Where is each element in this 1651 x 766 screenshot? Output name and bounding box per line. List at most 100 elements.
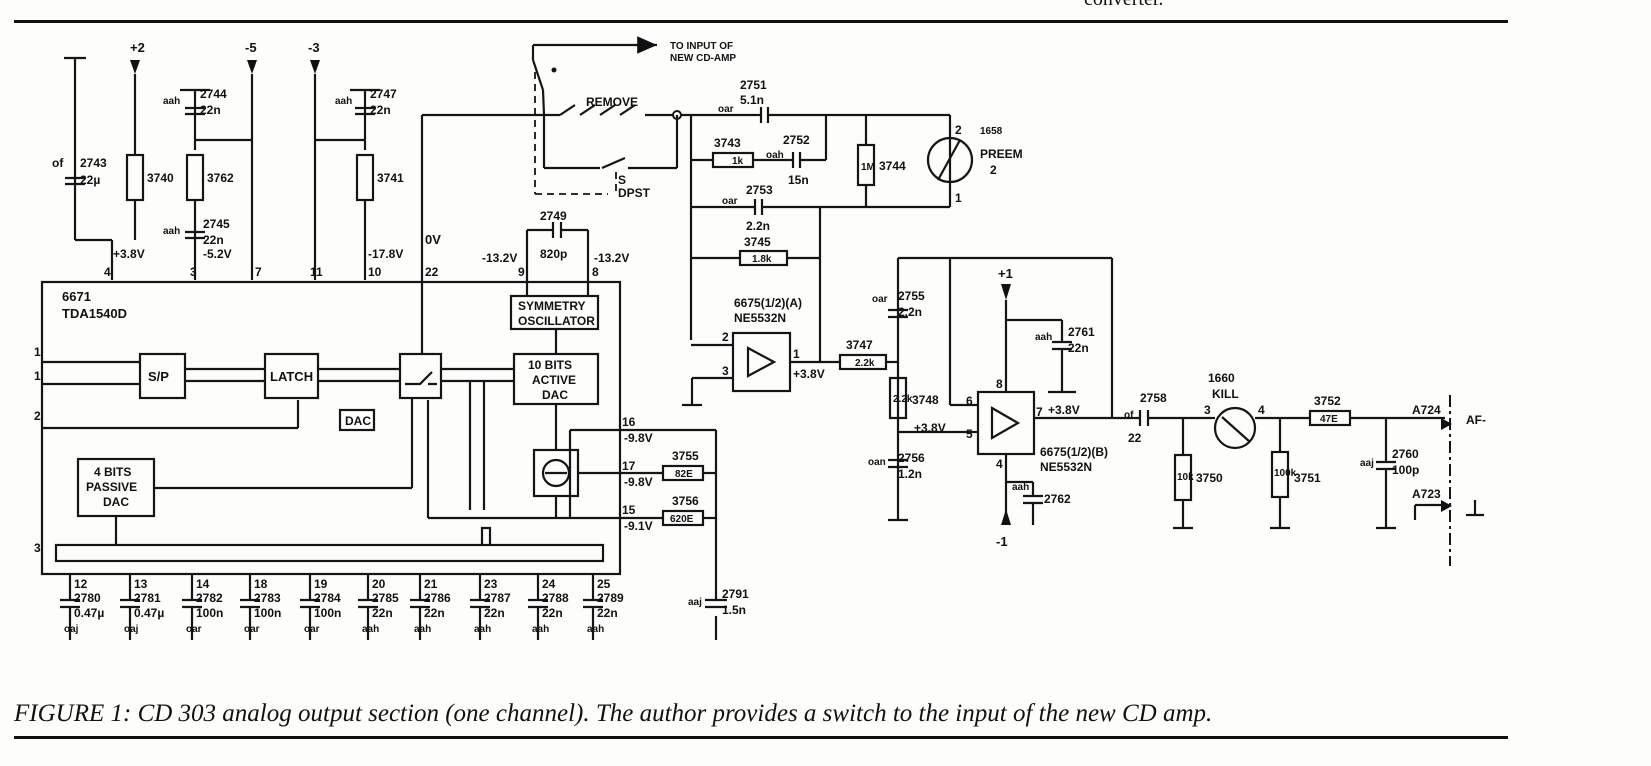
c2751-code: oar <box>718 104 734 115</box>
c2744-label: 2744 <box>200 87 227 101</box>
bottom-cap-ref: 2789 <box>597 591 624 605</box>
header-fragment: converter. <box>1084 0 1163 11</box>
r3747-value: 2.2k <box>855 358 875 369</box>
v-minus52: -5.2V <box>203 247 232 261</box>
dpst-label: DPST <box>618 186 651 200</box>
opamp-b-in-voltage: +3.8V <box>914 421 946 435</box>
opamp-b-ref: 6675(1/2)(B) <box>1040 445 1108 459</box>
remove-label: REMOVE <box>586 95 638 109</box>
r3747-label: 3747 <box>846 338 873 352</box>
c2747-value: 22n <box>370 103 391 117</box>
bottom-cap-value: 22n <box>424 606 445 620</box>
c2745-code: aah <box>163 226 180 237</box>
r3740-label: 3740 <box>147 171 174 185</box>
r3741-label: 3741 <box>377 171 404 185</box>
r3752-value: 47E <box>1320 414 1338 425</box>
opamp-a-symbol <box>746 346 777 378</box>
bottom-rule <box>14 736 1508 739</box>
r3750-value: 10k <box>1177 472 1194 483</box>
r3744-value: 1M <box>861 162 875 173</box>
bottom-cap-ref: 2782 <box>196 591 223 605</box>
af-label: AF- <box>1466 413 1486 427</box>
resistor-3743 <box>711 151 755 169</box>
c2745-label: 2745 <box>203 217 230 231</box>
v-minus98a: -9.8V <box>624 431 653 445</box>
pin-9: 9 <box>518 265 525 279</box>
figure-caption: FIGURE 1: CD 303 analog output section (… <box>14 700 1213 727</box>
c2755-code: oar <box>872 294 888 305</box>
resistor-3740 <box>125 153 145 202</box>
switch-block <box>398 352 443 400</box>
kill-pin3: 3 <box>1204 403 1211 417</box>
resistor-3745 <box>738 249 789 267</box>
sym-line1: SYMMETRY <box>518 299 586 313</box>
bottom-cap-code: aah <box>587 624 604 635</box>
c2744-value: 22n <box>200 103 221 117</box>
opamp-a-ref: 6675(1/2)(A) <box>734 296 802 310</box>
c2791-value: 1.5n <box>722 603 746 617</box>
pin-7: 7 <box>255 265 262 279</box>
bottom-cap-ref: 2781 <box>134 591 161 605</box>
pin-10: 10 <box>368 265 382 279</box>
c2761-value: 22n <box>1068 341 1089 355</box>
passive-line2: PASSIVE <box>86 480 137 494</box>
bottom-cap-value: 22n <box>597 606 618 620</box>
kill-label: KILL <box>1212 387 1239 401</box>
bottom-cap-pin: 23 <box>484 577 498 591</box>
c2747-label: 2747 <box>370 87 397 101</box>
p1658-pin1: 1 <box>955 191 962 205</box>
c2758-code: of <box>1124 410 1134 421</box>
c2752-value: 15n <box>788 173 809 187</box>
c2762-label: 2762 <box>1044 492 1071 506</box>
dac-label-box <box>338 408 376 432</box>
r3744-label: 3744 <box>879 159 906 173</box>
r3755-value: 82E <box>675 469 693 480</box>
c2762-code: aah <box>1012 482 1029 493</box>
c2752-code: oah <box>766 150 784 161</box>
pin-3: 3 <box>190 265 197 279</box>
p1658-label: 1658 <box>980 126 1003 137</box>
pin-22: 22 <box>425 265 439 279</box>
c2756-label: 2756 <box>898 451 925 465</box>
pin-15: 15 <box>622 503 636 517</box>
sp-label: S/P <box>148 369 169 384</box>
bottom-cap-value: 0.47µ <box>134 606 164 620</box>
switch-symbol <box>405 371 437 386</box>
opamp-b-vout: +3.8V <box>1048 403 1080 417</box>
rail-minus1-arrow <box>1001 509 1011 525</box>
bottom-cap-pin: 14 <box>196 577 210 591</box>
bottom-cap-value: 22n <box>542 606 563 620</box>
bottom-cap-pin: 18 <box>254 577 268 591</box>
bottom-cap-ref: 2780 <box>74 591 101 605</box>
preem-label: PREEM <box>980 147 1023 161</box>
a723-label: A723 <box>1412 487 1441 501</box>
bottom-cap-code: aah <box>362 624 379 635</box>
pin-11: 11 <box>310 265 323 279</box>
bottom-cap-ref: 2783 <box>254 591 281 605</box>
ic-part: TDA1540D <box>62 306 127 321</box>
resistor-3762 <box>185 153 205 202</box>
opamp-b-pin6: 6 <box>966 394 973 408</box>
opamp-b-pin4: 4 <box>996 457 1003 471</box>
v-minus98b: -9.8V <box>624 475 653 489</box>
resistor-3744 <box>856 143 876 187</box>
resistor-3741 <box>355 153 375 202</box>
stage-a-wires <box>682 107 952 407</box>
c2760-label: 2760 <box>1392 447 1419 461</box>
r3762-label: 3762 <box>207 171 234 185</box>
ic-ref: 6671 <box>62 289 91 304</box>
capacitor-2743 <box>65 176 85 186</box>
c2755-value: 2.2n <box>898 305 922 319</box>
opamp-a-vout: +3.8V <box>793 367 825 381</box>
pin-4: 4 <box>104 265 111 279</box>
bottom-cap-pin: 20 <box>372 577 386 591</box>
c2761-label: 2761 <box>1068 325 1095 339</box>
bottom-cap-value: 100n <box>254 606 281 620</box>
